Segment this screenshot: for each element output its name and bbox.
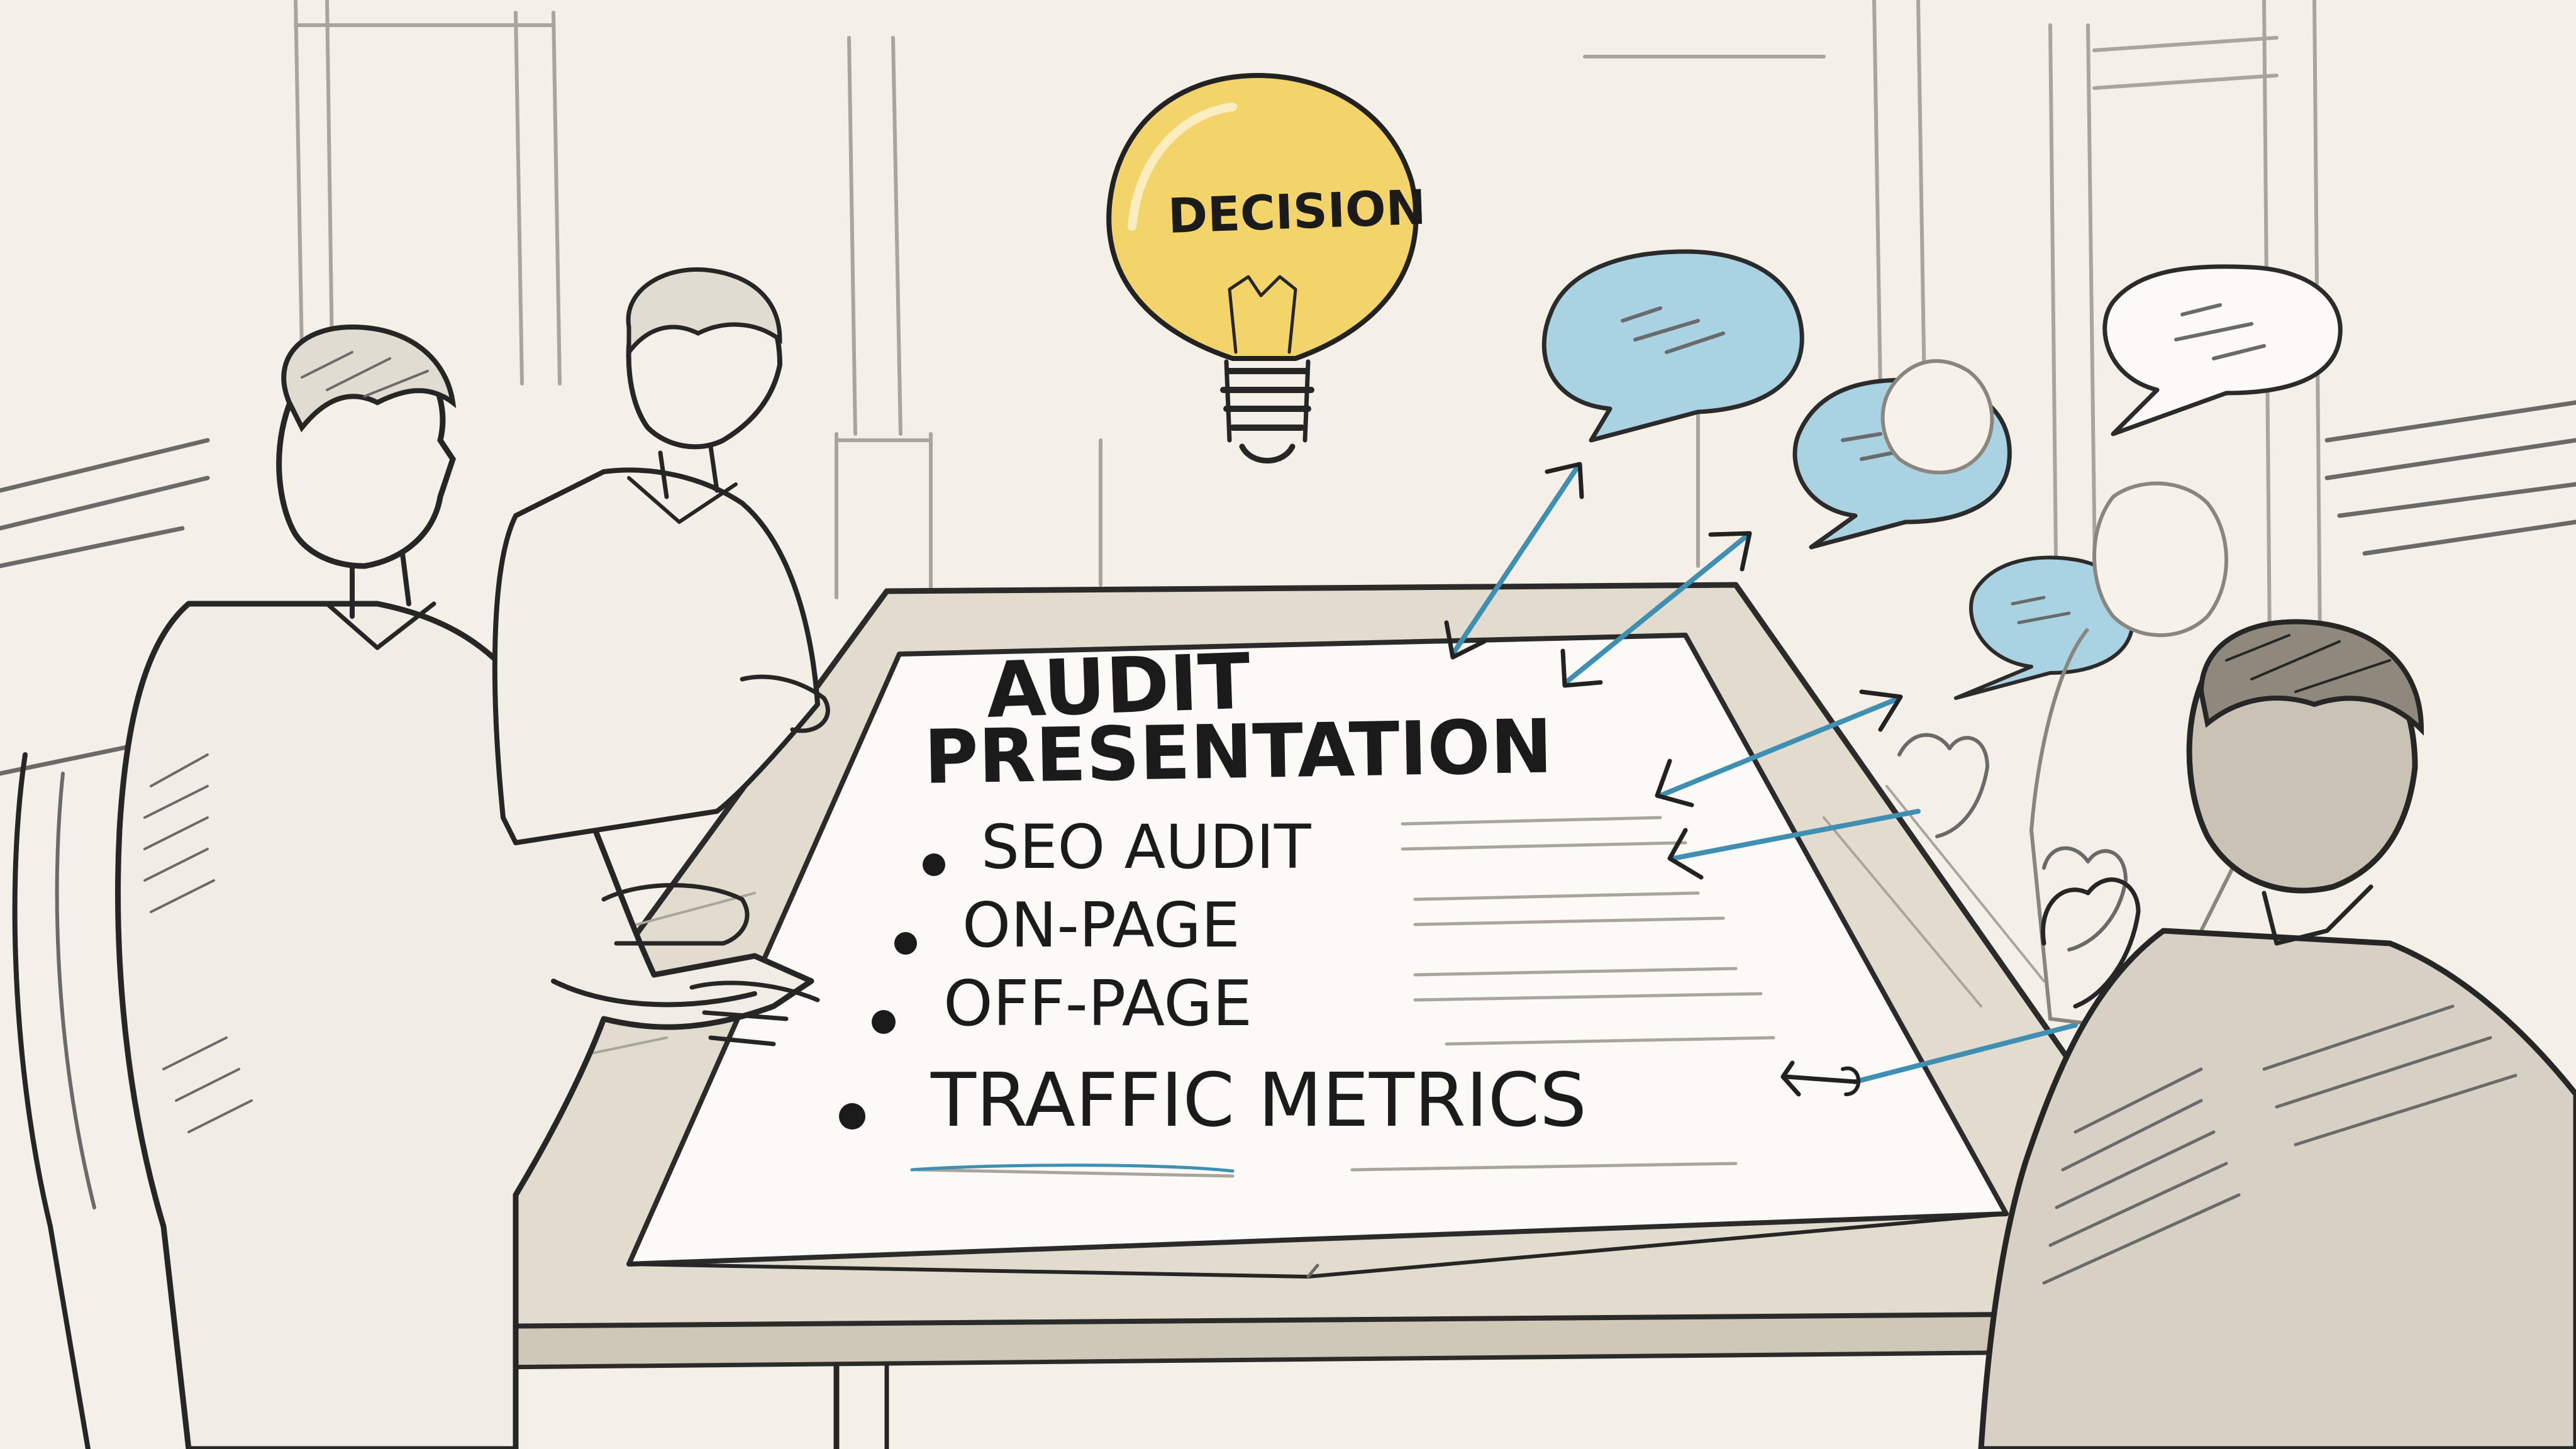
speech-bubble-icon	[1954, 555, 2135, 700]
person-back-right	[1880, 359, 2241, 1034]
paper-title-line1: AUDIT	[985, 636, 1252, 735]
double-arrow-icon	[1780, 1023, 2078, 1097]
bullet-icon	[872, 1010, 896, 1034]
bullet-icon	[894, 932, 917, 955]
speech-bubble-icon	[2102, 264, 2343, 436]
paper-title-line2: PRESENTATION	[923, 703, 1553, 801]
bullet-icon	[923, 853, 945, 876]
double-arrow-icon	[1560, 531, 1752, 688]
bulb-label: DECISION	[1167, 179, 1427, 244]
person-foreground-right	[1978, 619, 2576, 1449]
person-back-left	[492, 267, 830, 845]
bullet-off-page: OFF-PAGE	[943, 967, 1252, 1040]
lightbulb-icon: DECISION	[1106, 73, 1427, 464]
bullet-on-page: ON-PAGE	[962, 890, 1240, 962]
bullet-traffic-metrics: TRAFFIC METRICS	[930, 1057, 1587, 1143]
speech-bubble-icon	[1541, 249, 1804, 443]
bullet-icon	[839, 1103, 865, 1130]
double-arrow-icon	[1667, 809, 1921, 880]
person-foreground-left	[12, 324, 820, 1449]
double-arrow-icon	[1444, 462, 1584, 660]
bullet-seo-audit: SEO AUDIT	[981, 812, 1311, 882]
double-arrow-icon	[1655, 689, 1903, 808]
